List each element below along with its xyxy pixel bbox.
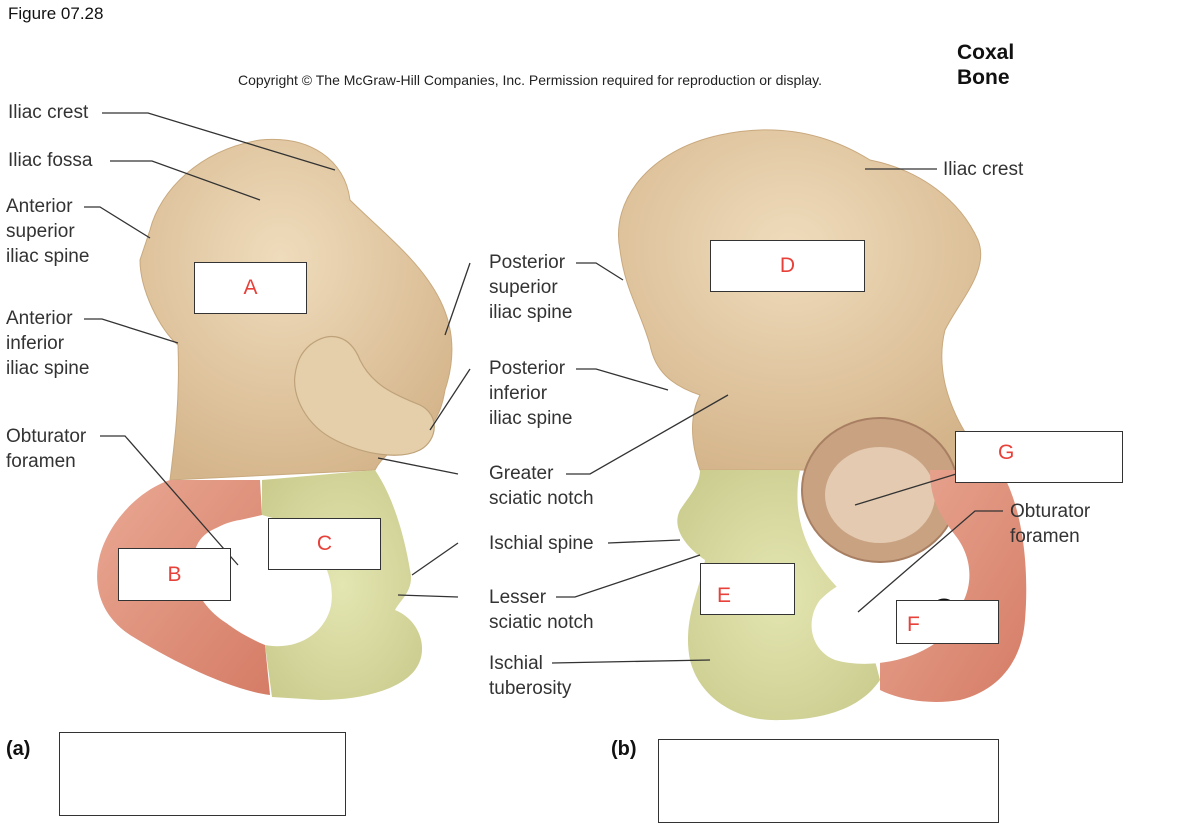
label-iliac-crest-right: Iliac crest [943,159,1024,180]
label-line: Anterior [6,196,73,217]
panel-label-b: (b) [611,738,637,760]
label-line: iliac spine [489,408,573,429]
label-line: Lesser [489,587,547,608]
label-line: iliac spine [489,302,573,323]
panel-label-a: (a) [6,738,31,760]
panel-b-answer-box[interactable] [658,739,999,823]
label-line: foramen [1010,526,1080,547]
answer-box-c[interactable]: C [268,518,381,570]
label-line: Obturator [6,426,87,447]
label-obturator-right: Obturator foramen [1010,499,1090,549]
label-line: foramen [6,451,76,472]
label-line: inferior [489,383,548,404]
answer-box-b[interactable]: B [118,548,231,601]
label-line: Posterior [489,358,566,379]
heading-line-2: Bone [957,66,1010,89]
label-line: superior [6,221,75,242]
label-iliac-fossa: Iliac fossa [8,150,93,171]
label-line: sciatic notch [489,612,594,633]
label-line: sciatic notch [489,488,594,509]
label-greater-sciatic-notch: Greater sciatic notch [489,461,594,511]
answer-box-f[interactable]: F [896,600,999,644]
label-line: Ischial [489,653,543,674]
right-bone-illustration [618,129,1027,721]
label-line: superior [489,277,558,298]
leader-lines [84,112,1003,664]
label-piis: Posterior inferior iliac spine [489,356,572,431]
label-line: Posterior [489,252,566,273]
answer-box-g[interactable]: G [955,431,1123,483]
answer-box-e[interactable]: E [700,563,795,615]
label-ischial-tuberosity: Ischial tuberosity [489,651,571,701]
label-aiis: Anterior inferior iliac spine [6,306,89,381]
label-obturator-left: Obturator foramen [6,424,86,474]
label-iliac-crest-left: Iliac crest [8,102,89,123]
label-line: iliac spine [6,246,90,267]
label-psis: Posterior superior iliac spine [489,250,572,325]
left-auricular-surface [293,336,435,456]
label-line: Anterior [6,308,73,329]
heading-line-1: Coxal [957,41,1015,64]
copyright-notice: Copyright © The McGraw-Hill Companies, I… [238,72,823,88]
answer-box-a[interactable]: A [194,262,307,314]
panel-a-answer-box[interactable] [59,732,346,816]
right-ilium [618,129,1002,471]
label-line: iliac spine [6,358,90,379]
label-line: Greater [489,463,554,484]
left-bone-illustration [97,138,453,700]
label-lesser-sciatic-notch: Lesser sciatic notch [489,585,594,635]
label-line: tuberosity [489,678,572,699]
figure-title: Figure 07.28 [8,4,104,23]
label-ischial-spine: Ischial spine [489,533,594,554]
label-line: Obturator [1010,501,1091,522]
answer-box-d[interactable]: D [710,240,865,292]
label-line: inferior [6,333,65,354]
diagram-heading: Coxal Bone [957,40,1077,90]
label-asis: Anterior superior iliac spine [6,194,89,269]
